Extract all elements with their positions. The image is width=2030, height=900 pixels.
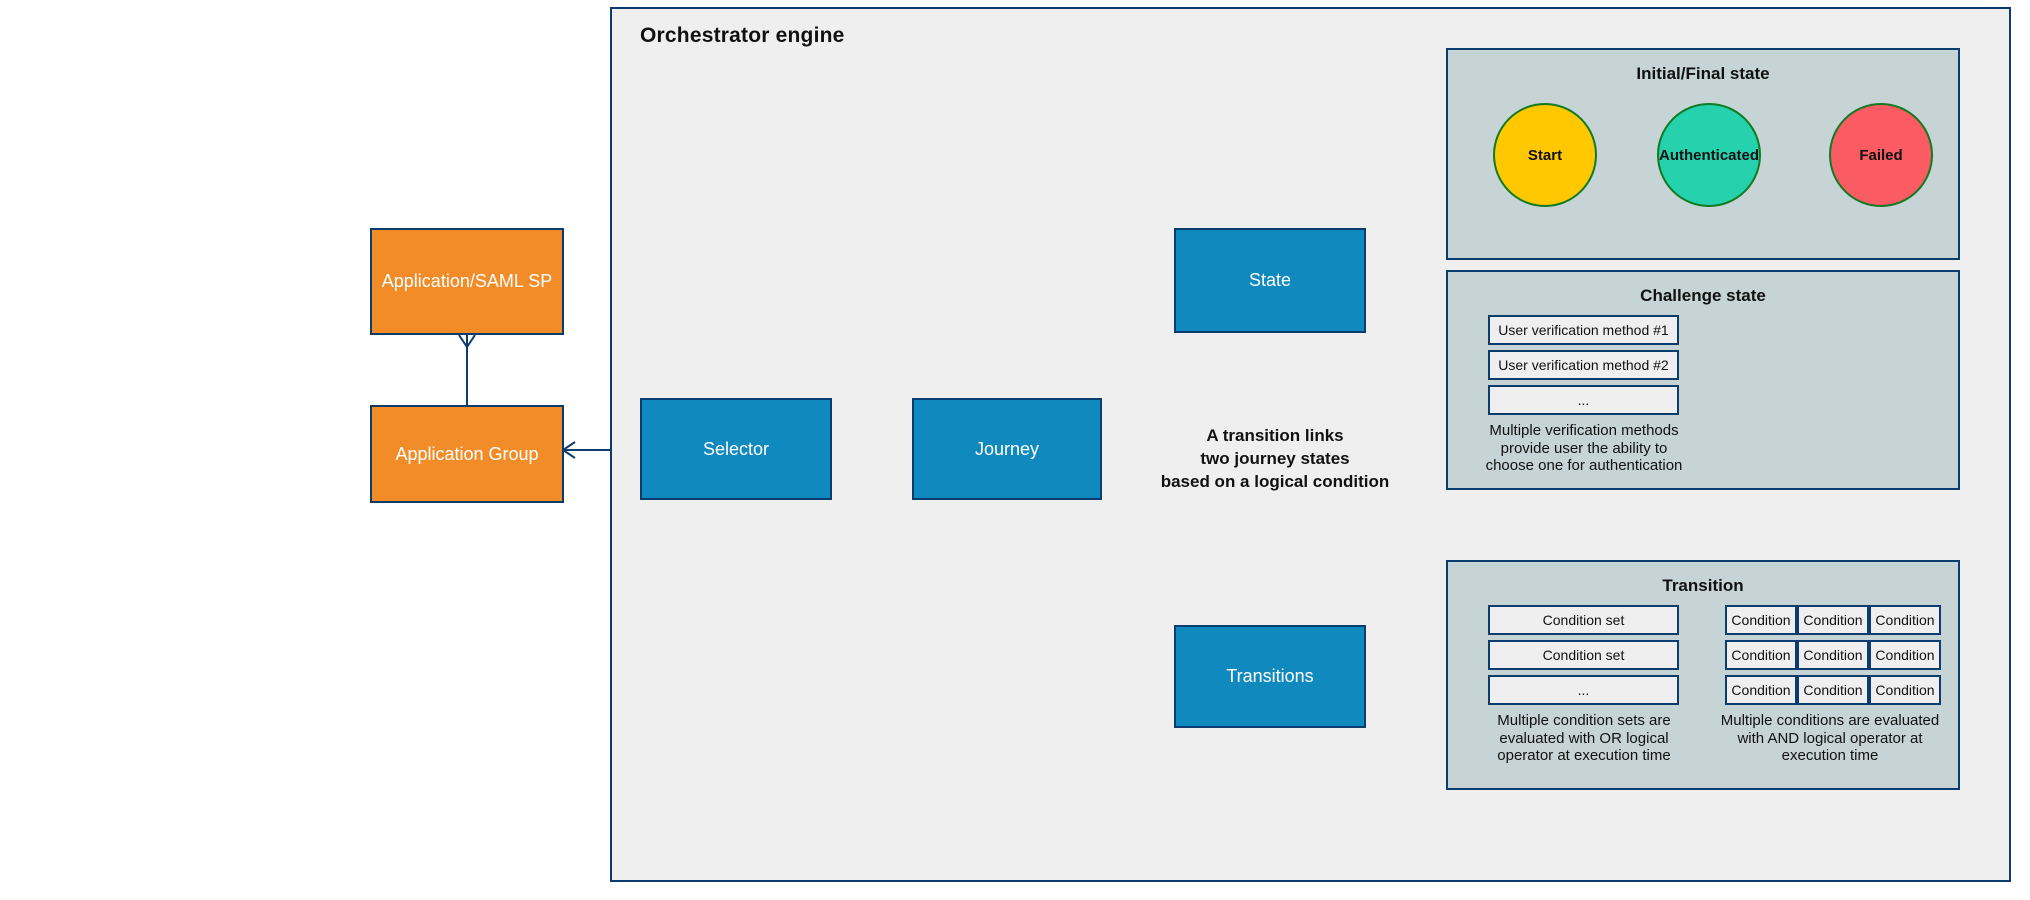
- condition-r1c1-label: Condition: [1731, 612, 1791, 628]
- circle-authenticated[interactable]: Authenticated: [1657, 103, 1761, 207]
- challenge-caption-line-2: provide user the ability to: [1500, 439, 1668, 457]
- node-state[interactable]: State: [1174, 228, 1366, 333]
- challenge-state-caption: Multiple verification methods provide us…: [1478, 422, 1690, 475]
- node-state-label: State: [1248, 270, 1292, 290]
- orchestrator-engine-title: Orchestrator engine: [640, 24, 845, 47]
- challenge-verification-method-2-label: User verification method #2: [1498, 357, 1669, 373]
- condition-r1c2[interactable]: Condition: [1797, 605, 1869, 635]
- challenge-verification-method-2[interactable]: User verification method #2: [1488, 350, 1679, 380]
- challenge-verification-method-1-label: User verification method #1: [1498, 322, 1669, 338]
- transition-explanation-note: A transition links two journey states ba…: [1110, 425, 1440, 494]
- condition-r3c2-label: Condition: [1803, 682, 1863, 698]
- node-journey-label: Journey: [974, 438, 1040, 459]
- condition-set-more[interactable]: ...: [1488, 675, 1679, 705]
- condition-set-more-label: ...: [1577, 682, 1590, 698]
- condition-r1c1[interactable]: Condition: [1725, 605, 1797, 635]
- circle-start[interactable]: Start: [1493, 103, 1597, 207]
- transition-left-caption-line-1: Multiple condition sets are: [1497, 712, 1671, 729]
- initial-final-state-title: Initial/Final state: [1636, 64, 1770, 83]
- circle-failed[interactable]: Failed: [1829, 103, 1933, 207]
- condition-set-1-label: Condition set: [1542, 612, 1625, 628]
- transition-note-line-1: A transition links: [1206, 426, 1344, 445]
- condition-r2c2[interactable]: Condition: [1797, 640, 1869, 670]
- condition-set-2-label: Condition set: [1542, 647, 1625, 663]
- condition-r3c2[interactable]: Condition: [1797, 675, 1869, 705]
- node-application-saml-sp-label: Application/SAML SP: [381, 271, 553, 291]
- condition-r2c3[interactable]: Condition: [1869, 640, 1941, 670]
- transition-note-line-2: two journey states: [1200, 448, 1350, 468]
- node-journey[interactable]: Journey: [912, 398, 1102, 500]
- challenge-caption-line-3: choose one for authentication: [1485, 457, 1683, 475]
- node-transitions-label: Transitions: [1226, 666, 1314, 686]
- condition-r2c1-label: Condition: [1731, 647, 1791, 663]
- transition-note-line-3: based on a logical condition: [1160, 471, 1390, 491]
- challenge-verification-method-more[interactable]: ...: [1488, 385, 1679, 415]
- node-transitions[interactable]: Transitions: [1174, 625, 1366, 728]
- node-selector-label: Selector: [702, 438, 770, 459]
- condition-r2c2-label: Condition: [1803, 647, 1863, 663]
- condition-r3c3[interactable]: Condition: [1869, 675, 1941, 705]
- condition-set-2[interactable]: Condition set: [1488, 640, 1679, 670]
- transition-left-caption-line-3: operator at execution time: [1497, 747, 1671, 765]
- condition-r3c3-label: Condition: [1875, 682, 1935, 698]
- circle-failed-label: Failed: [1859, 146, 1903, 164]
- challenge-state-panel: Challenge state User verification method…: [1446, 270, 1960, 490]
- transition-right-caption-line-1: Multiple conditions are evaluated: [1720, 712, 1940, 729]
- transition-panel: Transition Condition set Condition set .…: [1446, 560, 1960, 790]
- condition-r2c3-label: Condition: [1875, 647, 1935, 663]
- transition-panel-title: Transition: [1662, 576, 1744, 595]
- condition-r3c1[interactable]: Condition: [1725, 675, 1797, 705]
- challenge-state-title: Challenge state: [1640, 286, 1766, 305]
- condition-set-1[interactable]: Condition set: [1488, 605, 1679, 635]
- wire-app-to-group: [458, 334, 476, 405]
- initial-final-state-panel: Initial/Final state Start Authenticated …: [1446, 48, 1960, 260]
- node-application-group[interactable]: Application Group: [370, 405, 564, 503]
- condition-r1c3-label: Condition: [1875, 612, 1935, 628]
- condition-r1c3[interactable]: Condition: [1869, 605, 1941, 635]
- transition-left-caption-line-2: evaluated with OR logical: [1499, 729, 1669, 747]
- challenge-caption-line-1: Multiple verification methods: [1489, 422, 1679, 439]
- condition-r1c2-label: Condition: [1803, 612, 1863, 628]
- condition-r2c1[interactable]: Condition: [1725, 640, 1797, 670]
- transition-left-caption: Multiple condition sets are evaluated wi…: [1478, 712, 1690, 765]
- node-application-group-label: Application Group: [395, 443, 539, 464]
- challenge-verification-method-more-label: ...: [1577, 392, 1590, 408]
- transition-right-caption-line-2: with AND logical operator at: [1737, 729, 1923, 747]
- circle-authenticated-label: Authenticated: [1659, 146, 1760, 164]
- condition-r3c1-label: Condition: [1731, 682, 1791, 698]
- transition-right-caption-line-3: execution time: [1781, 747, 1879, 765]
- node-application-saml-sp[interactable]: Application/SAML SP: [370, 228, 564, 335]
- transition-right-caption: Multiple conditions are evaluated with A…: [1710, 712, 1950, 765]
- challenge-verification-method-1[interactable]: User verification method #1: [1488, 315, 1679, 345]
- circle-start-label: Start: [1527, 146, 1563, 164]
- node-selector[interactable]: Selector: [640, 398, 832, 500]
